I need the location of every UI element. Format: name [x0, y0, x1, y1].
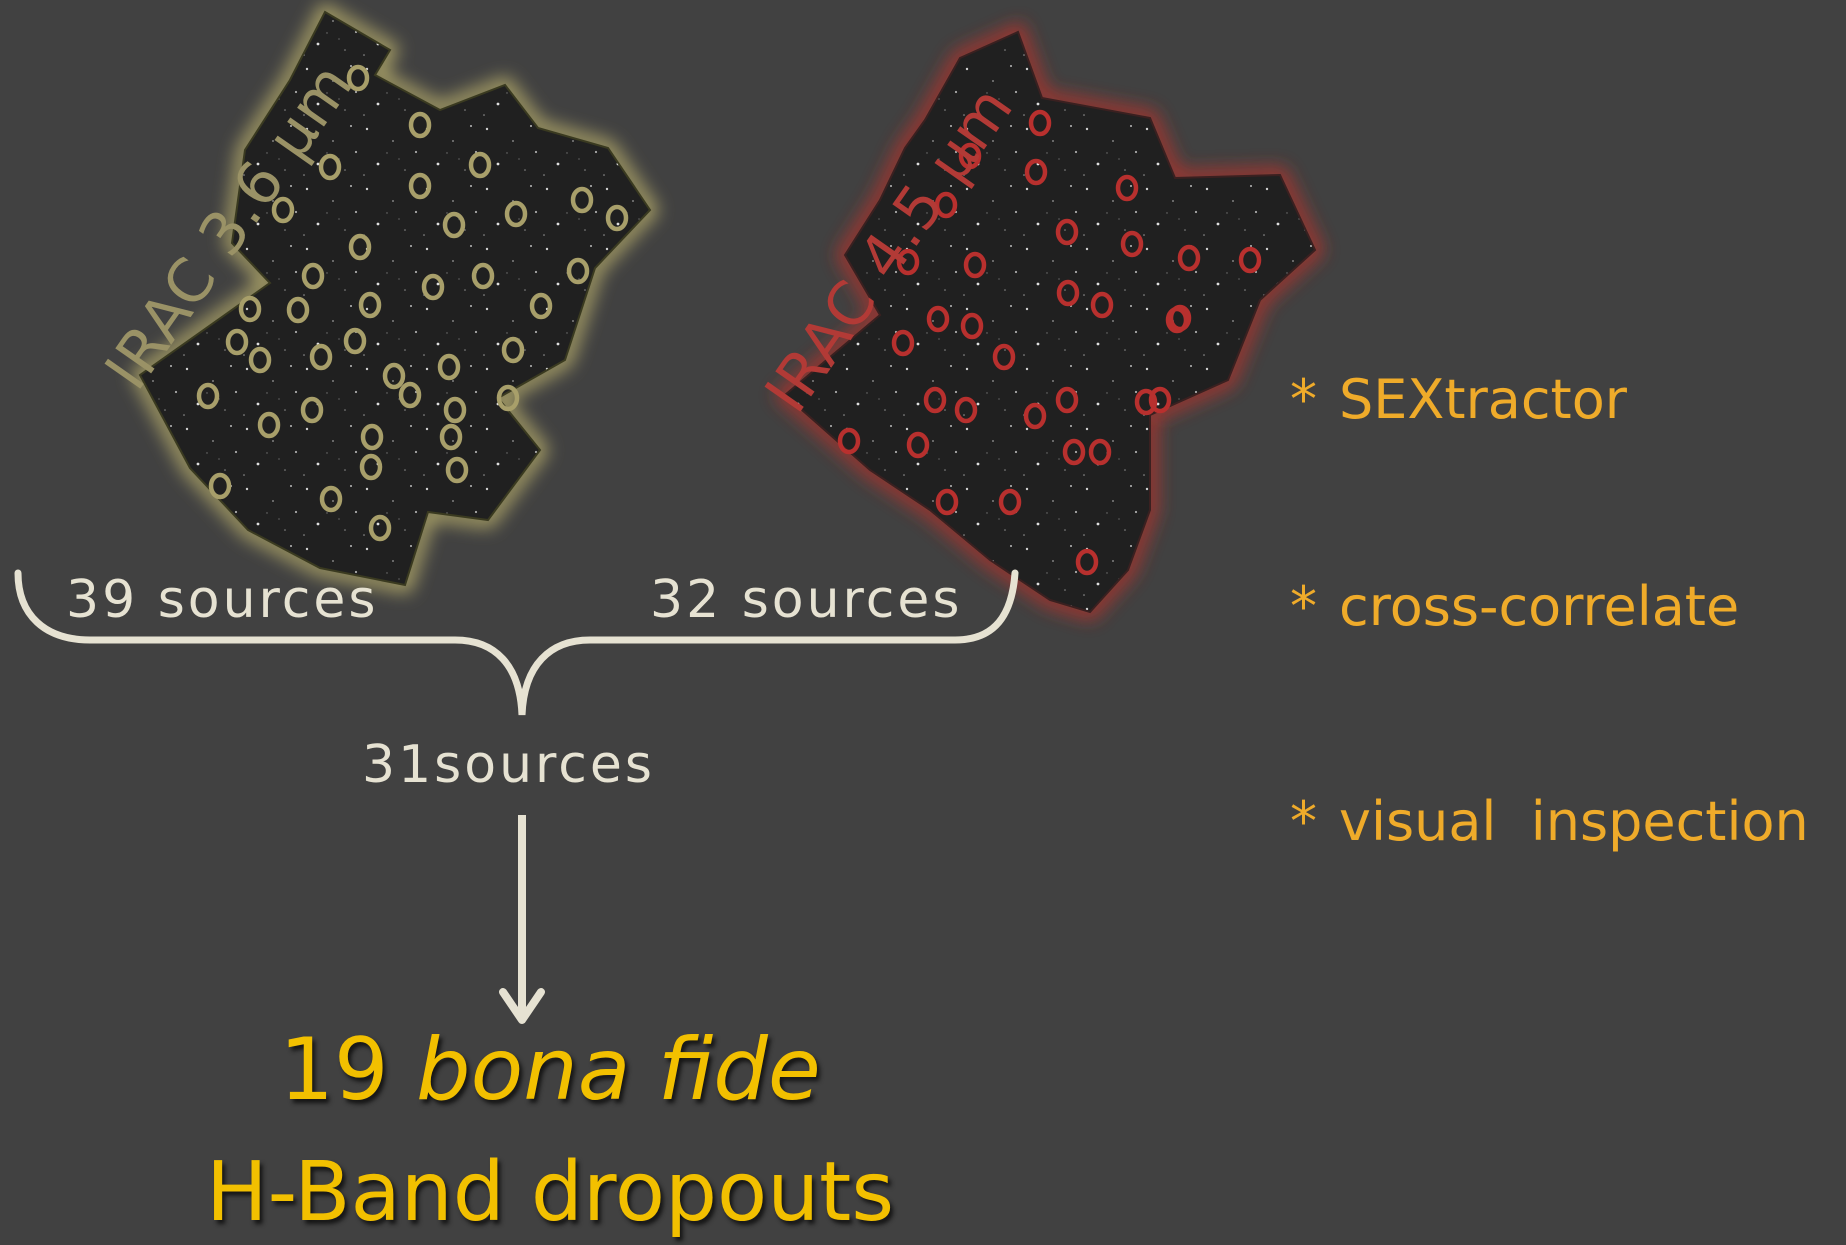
step-visual-inspection: * visual inspection: [1290, 790, 1809, 853]
source-marker-irac36: [319, 485, 343, 513]
step-sextractor: * SEXtractor: [1290, 368, 1627, 431]
source-marker-irac45: [963, 251, 987, 279]
source-marker-irac36: [437, 353, 461, 381]
source-marker-irac36: [225, 328, 249, 356]
source-marker-irac45: [1238, 246, 1262, 274]
field-irac36: [130, 2, 659, 594]
source-marker-irac36: [382, 362, 406, 390]
merged-source-count: 31sources: [362, 735, 655, 795]
source-marker-irac45: [906, 431, 930, 459]
step-bullet: *: [1290, 790, 1317, 853]
source-marker-irac36: [301, 262, 325, 290]
irac45-source-count: 32 sources: [650, 570, 963, 630]
source-marker-irac36: [504, 200, 528, 228]
source-marker-irac45: [1023, 402, 1047, 430]
source-marker-irac45: [896, 248, 920, 276]
step-label: cross-correlate: [1339, 575, 1740, 638]
source-marker-irac36: [309, 343, 333, 371]
source-marker-irac36: [439, 423, 463, 451]
source-marker-irac36: [445, 456, 469, 484]
source-marker-irac36: [208, 472, 232, 500]
source-marker-irac45: [1075, 548, 1099, 576]
source-marker-irac36: [358, 291, 382, 319]
result-number: 19: [279, 1020, 389, 1120]
source-marker-irac45: [837, 427, 861, 455]
source-marker-irac36: [566, 257, 590, 285]
source-marker-irac45: [1024, 158, 1048, 186]
field-irac36-image: [138, 10, 652, 587]
source-marker-irac36: [471, 262, 495, 290]
source-marker-irac36: [318, 153, 342, 181]
source-marker-irac36: [343, 327, 367, 355]
source-marker-irac36: [468, 151, 492, 179]
source-marker-irac36: [348, 233, 372, 261]
source-marker-irac45: [1134, 388, 1158, 416]
source-marker-irac36: [286, 296, 310, 324]
source-marker-irac36: [398, 381, 422, 409]
source-marker-irac45: [1062, 438, 1086, 466]
source-markers-irac36: [196, 64, 629, 542]
source-marker-irac45: [992, 343, 1016, 371]
source-marker-irac36: [443, 396, 467, 424]
source-marker-irac36: [271, 196, 295, 224]
step-bullet: *: [1290, 368, 1317, 431]
source-marker-irac45: [998, 488, 1022, 516]
source-marker-irac45: [1168, 304, 1192, 332]
source-marker-irac36: [501, 336, 525, 364]
source-marker-irac45: [926, 305, 950, 333]
source-marker-irac36: [496, 384, 520, 412]
source-marker-irac45: [1028, 109, 1052, 137]
source-marker-irac36: [605, 204, 629, 232]
source-marker-irac45: [935, 488, 959, 516]
source-marker-irac45: [1115, 174, 1139, 202]
step-bullet: *: [1290, 575, 1317, 638]
source-marker-irac45: [923, 386, 947, 414]
source-marker-irac45: [1120, 230, 1144, 258]
source-marker-irac45: [1088, 438, 1112, 466]
source-marker-irac45: [1055, 218, 1079, 246]
source-marker-irac36: [300, 396, 324, 424]
source-marker-irac36: [368, 514, 392, 542]
source-marker-irac36: [408, 172, 432, 200]
step-label: SEXtractor: [1339, 368, 1627, 431]
source-marker-irac36: [408, 111, 432, 139]
source-marker-irac36: [359, 453, 383, 481]
source-marker-irac45: [1055, 386, 1079, 414]
source-marker-irac36: [529, 292, 553, 320]
source-marker-irac36: [196, 382, 220, 410]
source-marker-irac36: [421, 273, 445, 301]
irac36-source-count: 39 sources: [66, 570, 379, 630]
field-irac45-image: [783, 30, 1317, 614]
source-marker-irac45: [954, 396, 978, 424]
source-marker-irac45: [934, 191, 958, 219]
result-line-2: H-Band dropouts: [205, 1145, 895, 1240]
source-markers-irac45: [837, 109, 1262, 576]
field-irac45: [774, 22, 1324, 620]
source-marker-irac45: [1090, 291, 1114, 319]
source-marker-irac45: [1177, 244, 1201, 272]
result-line-1: 19 bona fide: [0, 1020, 1100, 1120]
source-marker-irac36: [570, 186, 594, 214]
step-label: visual inspection: [1339, 790, 1809, 853]
source-marker-irac36: [248, 346, 272, 374]
source-marker-irac45: [1148, 386, 1172, 414]
merge-brace: [14, 569, 1019, 716]
source-marker-irac45: [891, 329, 915, 357]
result-bona-fide: bona fide: [415, 1020, 821, 1120]
source-marker-irac36: [238, 295, 262, 323]
source-marker-irac36: [442, 211, 466, 239]
down-arrow: [499, 815, 545, 1024]
source-marker-irac45: [960, 312, 984, 340]
source-marker-irac45: [958, 142, 982, 170]
source-marker-irac36: [346, 64, 370, 92]
step-cross-correlate: * cross-correlate: [1290, 575, 1739, 638]
source-marker-irac36: [360, 423, 384, 451]
source-marker-irac45: [1056, 279, 1080, 307]
source-marker-irac36: [257, 411, 281, 439]
